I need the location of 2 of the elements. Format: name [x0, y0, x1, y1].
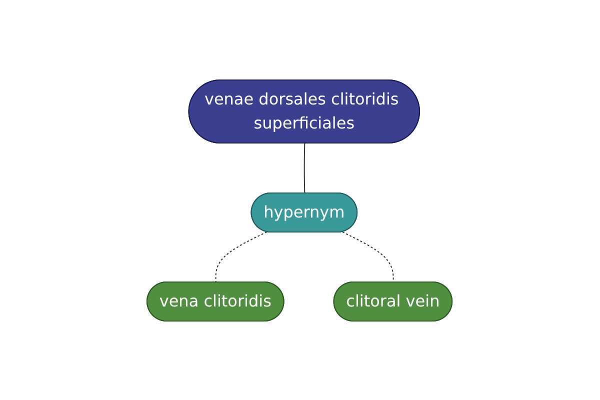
connector: [342, 230, 394, 282]
connector: [304, 142, 306, 194]
